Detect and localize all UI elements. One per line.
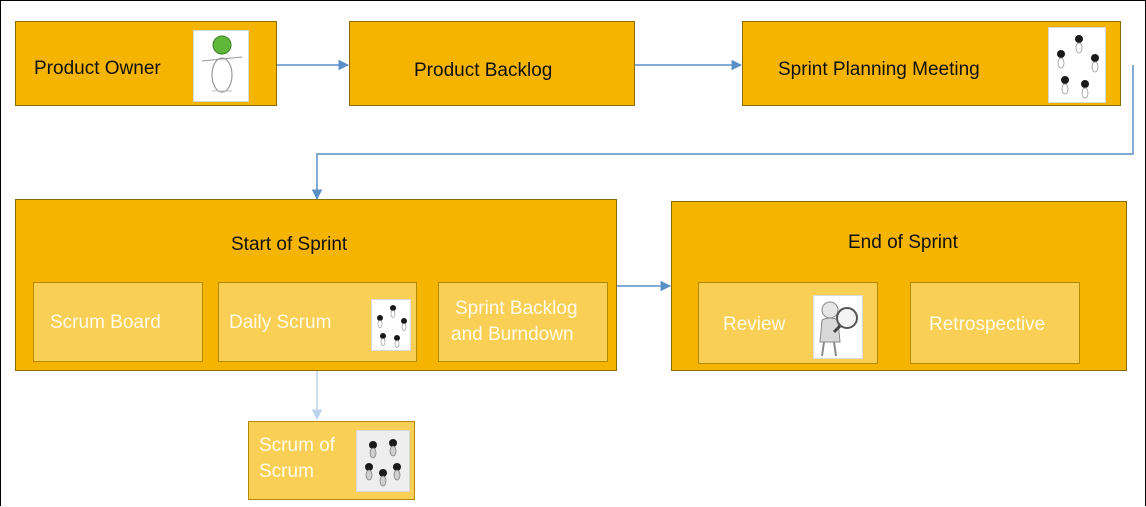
daily-scrum-label: Daily Scrum	[229, 312, 332, 333]
daily-scrum-box: Daily Scrum	[218, 282, 417, 362]
magnifier-person-icon	[813, 295, 863, 359]
scrum-board-box: Scrum Board	[33, 282, 203, 362]
sprint-backlog-label-line2: and Burndown	[451, 324, 574, 345]
retrospective-label: Retrospective	[929, 314, 1046, 335]
team-meeting-icon	[371, 299, 411, 351]
sprint-backlog-box: Sprint Backlog and Burndown	[438, 282, 608, 362]
product-backlog-label: Product Backlog	[414, 60, 553, 81]
scrum-of-scrum-box: Scrum of Scrum	[248, 421, 415, 500]
team-meeting-icon	[1048, 27, 1106, 103]
product-owner-box: Product Owner	[15, 21, 277, 106]
person-icon	[193, 30, 249, 102]
scrum-board-label: Scrum Board	[50, 312, 161, 333]
team-cluster-icon	[356, 430, 410, 492]
product-owner-label: Product Owner	[34, 58, 161, 79]
start-of-sprint-box: Start of Sprint Scrum Board Daily Scrum …	[15, 199, 617, 371]
retrospective-box: Retrospective	[910, 282, 1080, 364]
arrow-planning-to-start	[311, 65, 1134, 201]
scrum-of-scrum-label-line1: Scrum of	[259, 435, 336, 456]
scrum-of-scrum-label-line2: Scrum	[259, 461, 314, 482]
review-box: Review	[698, 282, 878, 364]
sprint-backlog-label-line1: Sprint Backlog	[455, 298, 578, 319]
end-of-sprint-label: End of Sprint	[848, 232, 958, 253]
end-of-sprint-box: End of Sprint Review Retrospective	[671, 201, 1127, 371]
sprint-planning-label: Sprint Planning Meeting	[778, 59, 980, 80]
start-of-sprint-label: Start of Sprint	[231, 234, 348, 255]
review-label: Review	[723, 314, 786, 335]
sprint-planning-box: Sprint Planning Meeting	[742, 21, 1121, 106]
product-backlog-box: Product Backlog	[349, 21, 635, 106]
